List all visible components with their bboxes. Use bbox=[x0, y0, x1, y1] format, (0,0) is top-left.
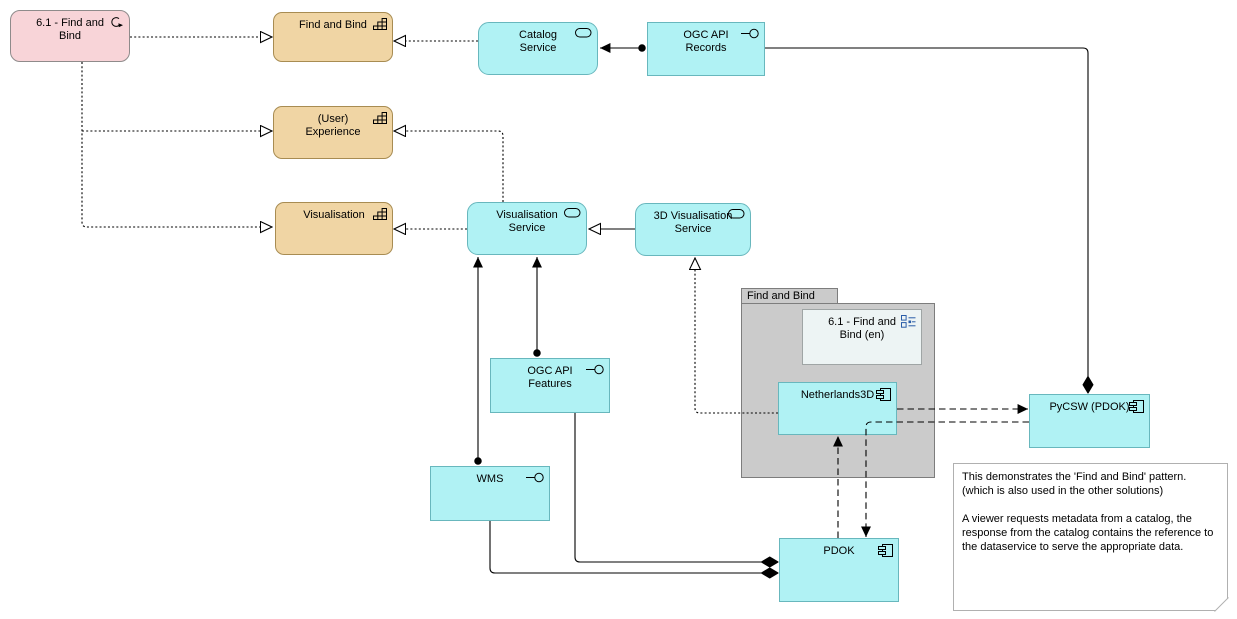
node-label: Visualisation bbox=[303, 209, 365, 221]
component-icon bbox=[878, 544, 893, 557]
service-catalog[interactable]: Catalog Service bbox=[478, 22, 598, 75]
flow-pycsw-to-pdok[interactable] bbox=[861, 421, 1029, 537]
node-label: (User) Experience bbox=[305, 113, 361, 138]
capability-find-and-bind[interactable]: Find and Bind bbox=[273, 12, 393, 62]
process-6-1-find-and-bind[interactable]: 6.1 - Find and Bind bbox=[10, 10, 130, 62]
node-label: 6.1 - Find and Bind bbox=[36, 17, 104, 42]
capability-icon bbox=[373, 18, 387, 30]
realization-visualisation-service-to-capability-user-experience[interactable] bbox=[394, 131, 504, 202]
view-reference-icon bbox=[901, 315, 916, 328]
capability-icon bbox=[373, 112, 387, 124]
loop-arrow-icon bbox=[107, 16, 124, 29]
interface-icon bbox=[741, 28, 759, 39]
node-label: 6.1 - Find and Bind (en) bbox=[828, 316, 896, 341]
node-label: 3D Visualisation Service bbox=[653, 210, 733, 235]
component-netherlands3d[interactable]: Netherlands3D bbox=[778, 382, 897, 435]
node-label: Catalog Service bbox=[519, 29, 557, 54]
interface-icon bbox=[586, 364, 604, 375]
composition-pycsw-owns-ogc-api-records[interactable] bbox=[765, 47, 1088, 393]
component-pycsw-pdok[interactable]: PyCSW (PDOK) bbox=[1029, 394, 1150, 448]
component-icon bbox=[876, 388, 891, 401]
service-icon bbox=[728, 209, 745, 219]
composition-pdok-owns-wms[interactable] bbox=[489, 521, 778, 573]
capability-icon bbox=[373, 208, 387, 220]
node-label: OGC API Features bbox=[527, 365, 573, 390]
service-3d-visualisation[interactable]: 3D Visualisation Service bbox=[635, 203, 751, 256]
interface-wms[interactable]: WMS bbox=[430, 466, 550, 521]
composition-pdok-owns-ogc-api-features[interactable] bbox=[574, 413, 778, 562]
service-visualisation[interactable]: Visualisation Service bbox=[467, 202, 587, 255]
component-pdok[interactable]: PDOK bbox=[779, 538, 899, 602]
group-find-and-bind-tab[interactable]: Find and Bind bbox=[741, 288, 838, 304]
note[interactable]: This demonstrates the 'Find and Bind' pa… bbox=[953, 463, 1228, 611]
realization-process-to-capability-visualisation[interactable] bbox=[81, 62, 272, 227]
interface-ogc-api-records[interactable]: OGC API Records bbox=[647, 22, 765, 76]
node-label: WMS bbox=[476, 473, 504, 485]
capability-user-experience[interactable]: (User) Experience bbox=[273, 106, 393, 159]
node-label: OGC API Records bbox=[683, 29, 729, 54]
capability-visualisation[interactable]: Visualisation bbox=[275, 202, 393, 255]
node-label: Netherlands3D bbox=[800, 389, 875, 401]
note-text: A viewer requests metadata from a catalo… bbox=[962, 513, 1214, 553]
node-label: PyCSW (PDOK) bbox=[1049, 401, 1130, 413]
note-text: This demonstrates the 'Find and Bind' pa… bbox=[962, 471, 1187, 497]
group-label: Find and Bind bbox=[747, 290, 815, 302]
node-label: PDOK bbox=[823, 545, 855, 557]
service-icon bbox=[575, 28, 592, 38]
realization-netherlands3d-to-3d-visualisation-service[interactable] bbox=[695, 258, 778, 414]
node-label: Visualisation Service bbox=[496, 209, 558, 234]
component-icon bbox=[1129, 400, 1144, 413]
interface-icon bbox=[526, 472, 544, 483]
note-fold-corner bbox=[1214, 597, 1229, 612]
interface-ogc-api-features[interactable]: OGC API Features bbox=[490, 358, 610, 413]
service-icon bbox=[564, 208, 581, 218]
node-label: Find and Bind bbox=[299, 19, 367, 31]
view-reference-6-1-find-and-bind-en[interactable]: 6.1 - Find and Bind (en) bbox=[802, 309, 922, 365]
